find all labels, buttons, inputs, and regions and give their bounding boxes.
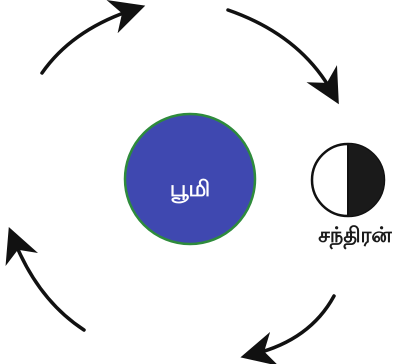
orbit-arrow-bottom-right	[254, 296, 334, 354]
orbit-arrow-top-left	[42, 10, 132, 73]
moon: சந்திரன்	[312, 144, 392, 250]
orbit-arrow-bottom-left	[14, 240, 84, 330]
earth-label: பூமி	[170, 177, 210, 204]
moon-label: சந்திரன்	[318, 223, 392, 250]
moon-dark-half	[348, 144, 384, 216]
orbit-arrow-top-right	[228, 10, 332, 92]
earth: பூமி	[125, 114, 255, 244]
